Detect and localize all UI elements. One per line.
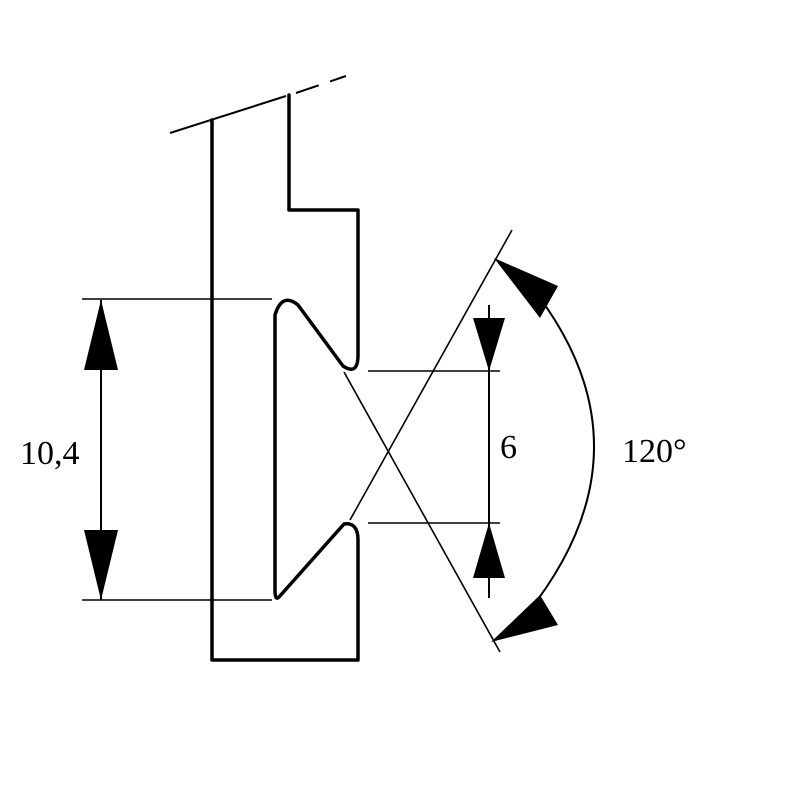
dimension-opening: 6 xyxy=(473,305,517,598)
dimension-label-opening: 6 xyxy=(500,429,517,466)
chamfer-line-lower xyxy=(349,229,513,521)
arrowhead-down-icon xyxy=(473,318,505,371)
arrowhead-angle-lower-icon xyxy=(491,595,558,642)
break-line-dashed xyxy=(295,75,347,94)
profile-outer-outline xyxy=(210,93,360,662)
dimension-label-height: 10,4 xyxy=(20,435,80,472)
break-line xyxy=(169,95,287,134)
arrowhead-down-icon xyxy=(84,530,118,600)
chamfer-line-upper xyxy=(343,371,501,653)
dimension-angle: 120° xyxy=(491,258,687,642)
arrowhead-up-icon xyxy=(84,300,118,370)
dimension-height: 10,4 xyxy=(20,300,118,600)
dimension-label-angle: 120° xyxy=(622,433,687,470)
arrowhead-angle-upper-icon xyxy=(494,258,558,318)
angle-arc xyxy=(525,284,595,616)
profile-section xyxy=(210,93,360,662)
construction-lines xyxy=(82,229,513,653)
break-lines xyxy=(169,75,347,134)
arrowhead-up-icon xyxy=(473,523,505,578)
